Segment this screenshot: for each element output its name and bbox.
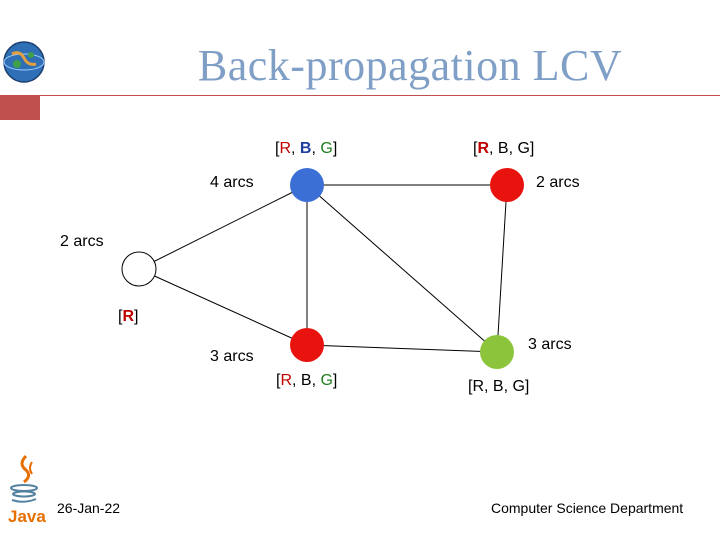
edge-left-topleft [138,184,308,270]
domain-top-left: [R, B, G] [275,140,338,157]
accent-bar [0,95,40,120]
arcs-label-bottom-left: 3 arcs [210,348,254,365]
java-logo-icon: Java [4,452,48,526]
title-rule [40,95,720,96]
globe-logo-icon [2,40,46,84]
edge-bottomleft-bottomright [306,344,498,353]
arcs-label-left: 2 arcs [60,233,104,250]
domain-bottom-right: [R, B, G] [468,378,530,395]
edge-topleft-bottomright [306,184,498,353]
domain-bottom-left: [R, B, G] [276,372,338,389]
arcs-label-top-right: 2 arcs [536,174,580,191]
node-left [121,251,157,287]
edge-left-bottomleft [138,268,308,346]
edge-topright-bottomright [496,184,508,353]
node-top-left [290,168,324,202]
slide-date: 26-Jan-22 [57,500,121,516]
arcs-label-top-left: 4 arcs [210,174,254,191]
node-top-right [490,168,524,202]
svg-text:Java: Java [8,507,46,526]
slide-footer: Computer Science Department [491,500,684,516]
node-bottom-left [290,328,324,362]
node-bottom-right [480,335,514,369]
arcs-label-bottom-right: 3 arcs [528,336,572,353]
domain-left: [R] [118,308,139,325]
domain-top-right: [R, B, G] [473,140,535,157]
slide-title: Back-propagation LCV [197,41,623,90]
